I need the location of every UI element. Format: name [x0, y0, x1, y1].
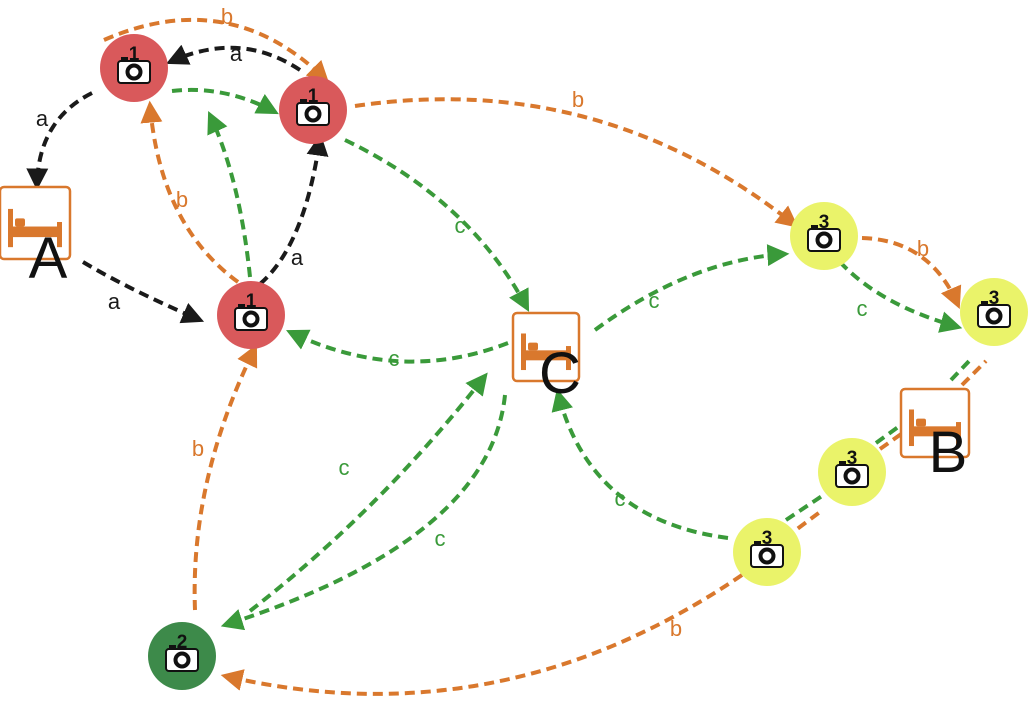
place-label: C [539, 341, 581, 406]
camera-number: 3 [762, 528, 773, 549]
edge-label-a: a [230, 41, 243, 66]
camera-node-y4[interactable]: 3 [733, 518, 801, 586]
camera-number: 1 [308, 86, 319, 107]
camera-number: 2 [177, 632, 188, 653]
camera-number: 3 [819, 212, 830, 233]
bed-icon [8, 208, 62, 248]
place-node-B[interactable]: B [899, 387, 971, 485]
edge-b [220, 573, 744, 696]
edge-c [248, 372, 488, 613]
edge-label-a: a [36, 106, 49, 131]
edges-layer [26, 17, 988, 696]
edge-c [784, 494, 824, 522]
bed-icon [521, 333, 571, 371]
edge-label-b: b [176, 187, 188, 212]
edge-c [220, 394, 507, 631]
edge-b [861, 236, 962, 310]
place-node-C[interactable]: C [511, 311, 581, 406]
place-label: B [929, 420, 968, 485]
edge-a [81, 260, 205, 324]
camera-node-r1[interactable]: 1 [100, 34, 168, 102]
edge-c [344, 138, 530, 312]
edge-c [593, 244, 790, 332]
camera-icon [977, 301, 1011, 328]
edge-label-a: a [108, 289, 121, 314]
camera-icon [750, 541, 784, 568]
edge-c [551, 388, 729, 540]
edge-label-b: b [572, 87, 584, 112]
camera-node-y3[interactable]: 3 [818, 438, 886, 506]
edge-a [26, 91, 93, 191]
camera-node-y1[interactable]: 3 [790, 202, 858, 270]
edge-label-b: b [917, 236, 929, 261]
edge-label-c: c [615, 486, 626, 511]
edge-b [140, 100, 240, 284]
edge-label-c: c [455, 213, 466, 238]
edge-label-a: a [291, 245, 304, 270]
edge-c [838, 260, 963, 333]
edge-label-c: c [649, 288, 660, 313]
camera-icon [835, 461, 869, 488]
place-label: A [29, 226, 68, 291]
edge-label-c: c [435, 526, 446, 551]
camera-icon [234, 304, 268, 331]
camera-number: 1 [129, 44, 140, 65]
edge-label-c: c [857, 296, 868, 321]
camera-icon [296, 99, 330, 126]
edge-b [354, 97, 799, 228]
edge-c [874, 423, 903, 445]
edge-b [103, 17, 330, 84]
camera-node-g1[interactable]: 2 [148, 622, 216, 690]
edge-label-c: c [339, 455, 350, 480]
camera-number: 3 [847, 448, 858, 469]
edge-c [207, 111, 252, 278]
edge-a [258, 133, 329, 286]
edge-c [286, 329, 509, 364]
camera-number: 3 [989, 288, 1000, 309]
edge-a [165, 44, 302, 72]
edge-label-b: b [221, 4, 233, 29]
bed-icon [909, 409, 961, 447]
camera-node-y2[interactable]: 3 [960, 278, 1028, 346]
edge-b [960, 359, 988, 387]
edge-c [171, 87, 279, 115]
edge-label-c: c [389, 346, 400, 371]
place-node-A[interactable]: A [0, 185, 72, 291]
edge-c [949, 356, 974, 382]
camera-node-r3[interactable]: 1 [217, 281, 285, 349]
camera-number: 1 [246, 291, 257, 312]
edge-b [192, 344, 258, 611]
camera-icon [165, 645, 199, 672]
camera-node-r2[interactable]: 1 [279, 76, 347, 144]
camera-icon [117, 57, 151, 84]
edge-label-b: b [670, 616, 682, 641]
camera-icon [807, 225, 841, 252]
edge-label-b: b [192, 436, 204, 461]
